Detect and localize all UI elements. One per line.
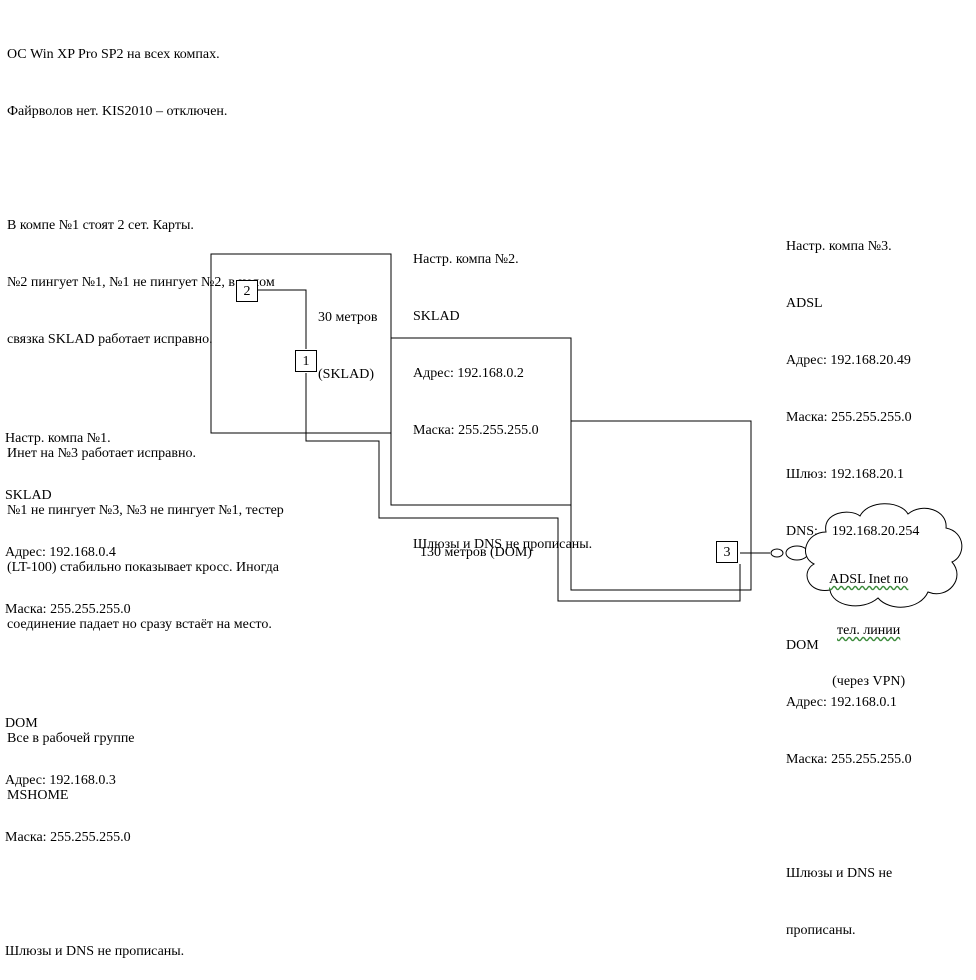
pc3-line: Шлюзы и DNS не <box>786 866 893 881</box>
pc2-line: Шлюзы и DNS не прописаны. <box>413 537 593 552</box>
pc1-line: ​ <box>5 885 184 904</box>
computer-node-3: 3 <box>716 541 738 563</box>
sklad-length: 30 метров <box>318 310 378 325</box>
note-line: (LT-100) стабильно показывает кросс. Ино… <box>7 560 279 575</box>
node-2-label: 2 <box>243 284 251 299</box>
internet-cloud-shape <box>804 503 963 608</box>
pc2-line: Адрес: 192.168.0.2 <box>413 366 524 381</box>
pc3-line: Адрес: 192.168.20.49 <box>786 353 911 368</box>
pc1-line: Адрес: 192.168.0.4 <box>5 545 116 560</box>
network-diagram <box>210 253 963 608</box>
pc3-line: Маска: 255.255.255.0 <box>786 410 912 425</box>
note-line: Инет на №3 работает исправно. <box>7 446 196 461</box>
pc1-line: Настр. компа №1. <box>5 431 111 446</box>
pc3-line: DNS: 192.168.20.254 <box>786 524 920 539</box>
note-line: Файрволов нет. KIS2010 – отключен. <box>7 104 228 119</box>
room-3-rect <box>570 420 752 591</box>
note-line: связка SKLAD работает исправно. <box>7 332 213 347</box>
sklad-cable <box>258 289 307 349</box>
cloud-line-2: тел. линии <box>837 623 901 638</box>
pc1-line: Адрес: 192.168.0.3 <box>5 773 116 788</box>
node-1-label: 1 <box>302 354 310 369</box>
pc3-line: Настр. компа №3. <box>786 239 892 254</box>
dom-cable <box>305 373 741 602</box>
sklad-cable-label: 30 метров (SKLAD) <box>318 270 377 403</box>
note-line: №1 не пингует №3, №3 не пингует №1, тест… <box>7 503 284 518</box>
pc1-line: ​ <box>5 657 184 676</box>
pc1-line: Шлюзы и DNS не прописаны. <box>5 944 185 959</box>
pc1-settings: Настр. компа №1. SKLAD Адрес: 192.168.0.… <box>5 391 184 980</box>
computer-node-2: 2 <box>236 280 258 302</box>
dom-length: 130 метров (DOM) <box>420 545 532 560</box>
cloud-line-3: (через VPN) <box>832 674 906 689</box>
note-line: В компе №1 стоят 2 сет. Карты. <box>7 218 194 233</box>
internet-cloud-text: ADSL Inet по тел. линии (через VPN) <box>829 537 908 707</box>
cloud-line-1: ADSL Inet по <box>829 572 909 587</box>
note-line: ОС Win XP Pro SP2 на всех компах. <box>7 47 220 62</box>
pc2-line: Настр. компа №2. <box>413 252 519 267</box>
dom-cable-label: 130 метров (DOM) <box>413 524 532 562</box>
pc3-line: ​ <box>786 807 919 826</box>
note-line: ​ <box>7 159 284 178</box>
pc2-line: SKLAD <box>413 309 460 324</box>
pc2-settings: Настр. компа №2. SKLAD Адрес: 192.168.0.… <box>413 212 592 573</box>
pc2-line: ​ <box>413 478 592 497</box>
pc1-line: DOM <box>5 716 38 731</box>
pc3-line: прописаны. <box>786 923 856 938</box>
sklad-network-name: (SKLAD) <box>318 367 374 382</box>
pc3-line: Шлюз: 192.168.20.1 <box>786 467 904 482</box>
node-3-label: 3 <box>723 545 731 560</box>
adsl-connector-small <box>770 548 784 558</box>
pc3-line: ADSL <box>786 296 823 311</box>
pc1-line: Маска: 255.255.255.0 <box>5 830 131 845</box>
note-line: №2 пингует №1, №1 не пингует №2, в целом <box>7 275 275 290</box>
pc1-line: SKLAD <box>5 488 52 503</box>
pc3-line: Маска: 255.255.255.0 <box>786 752 912 767</box>
computer-node-1: 1 <box>295 350 317 372</box>
pc1-line: Маска: 255.255.255.0 <box>5 602 131 617</box>
pc2-line: Маска: 255.255.255.0 <box>413 423 539 438</box>
